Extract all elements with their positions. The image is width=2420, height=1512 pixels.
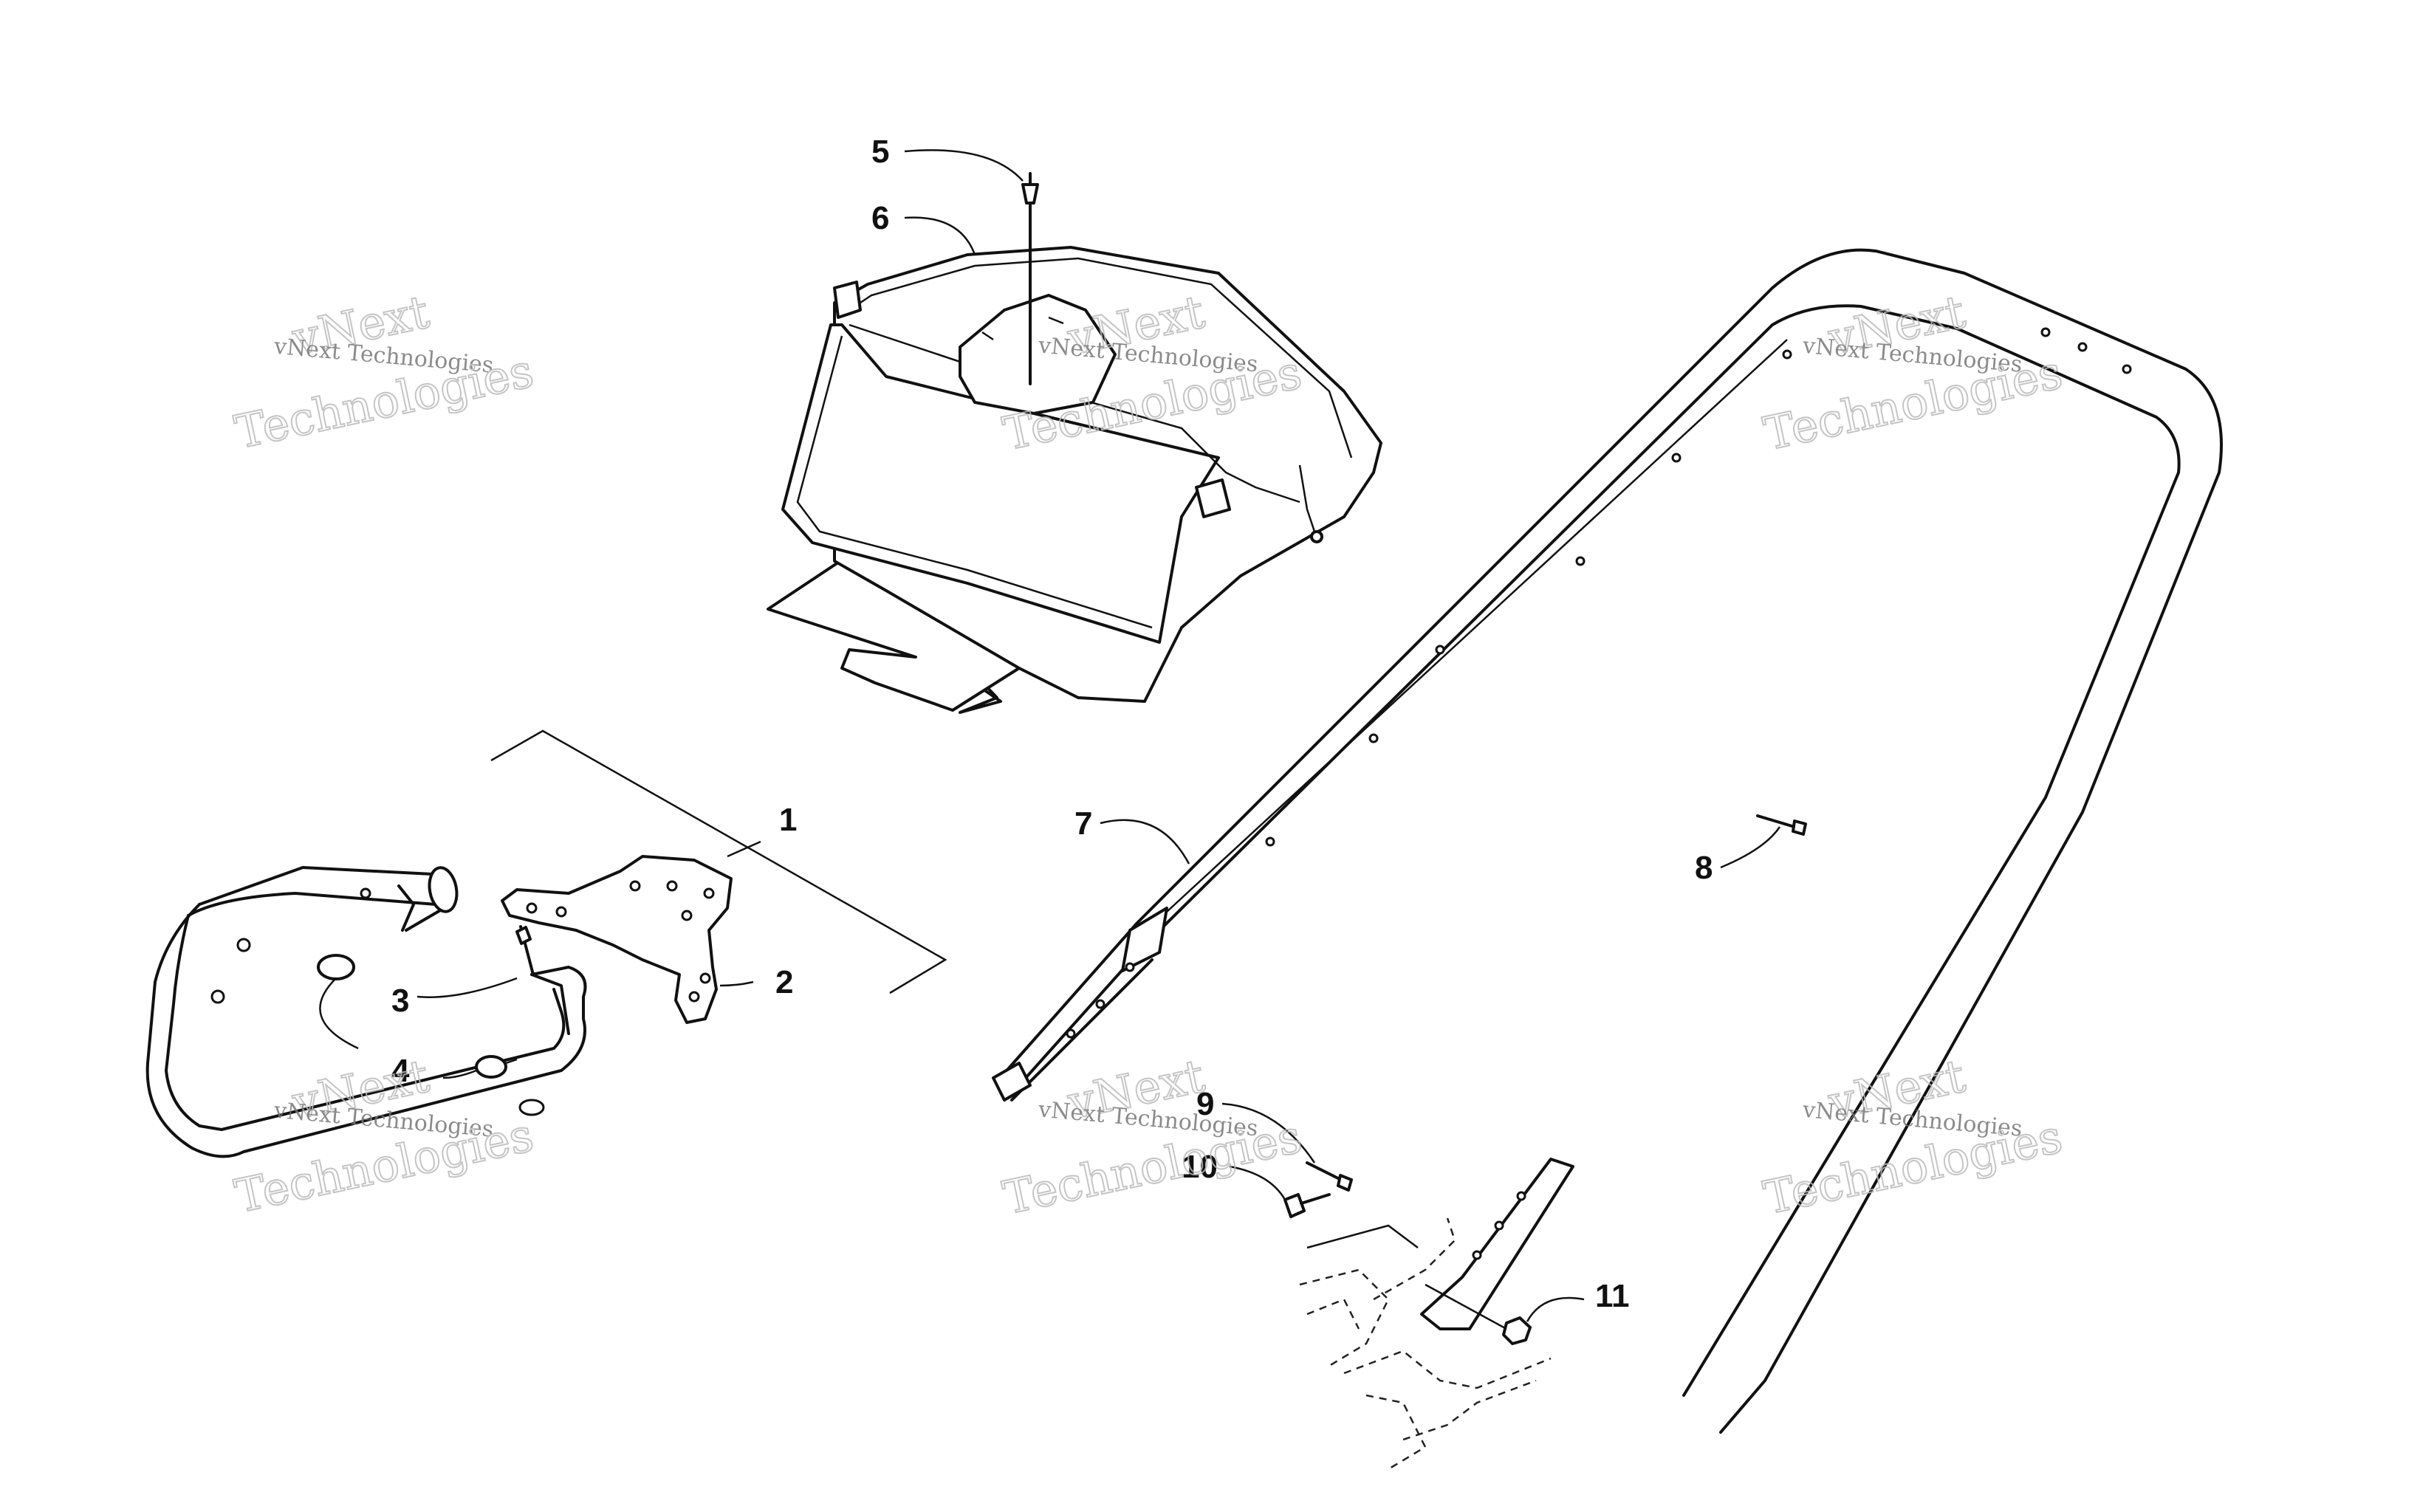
callout-7: 7	[1074, 805, 1092, 842]
nut-part-11	[1425, 1283, 1532, 1345]
callout-11: 11	[1595, 1278, 1630, 1314]
callout-9: 9	[1196, 1086, 1214, 1122]
callout-labels: 1 2 3 4 5 6 7 8 9 10 11	[391, 134, 1713, 1314]
callout-2: 2	[775, 964, 793, 1000]
cap-part-4a	[317, 954, 355, 980]
leader-lines	[319, 149, 1781, 1322]
watermark-6: vNext vNext Technologies Technologies	[1758, 1048, 2068, 1226]
storage-bag	[767, 246, 1382, 714]
fastener-part-9	[1306, 1161, 1353, 1192]
callout-10: 10	[1182, 1149, 1218, 1185]
bolt-part-10	[1283, 1193, 1419, 1249]
callout-1: 1	[779, 802, 797, 838]
cap-part-4b	[475, 1055, 518, 1079]
screw-part-3	[515, 925, 535, 976]
front-bracket	[501, 855, 733, 1024]
watermark-5: vNext vNext Technologies Technologies	[998, 1048, 1307, 1226]
rivet-part-8	[1756, 814, 1807, 836]
kit-bracket-line	[490, 729, 947, 994]
vehicle-body-outline	[1299, 1217, 1552, 1471]
u-rail	[992, 248, 2223, 1434]
callout-4: 4	[391, 1053, 410, 1089]
callout-5: 5	[871, 134, 889, 170]
watermark-1: vNext vNext Technologies Technologies	[230, 284, 539, 460]
front-hoop	[145, 866, 587, 1158]
callout-8: 8	[1695, 850, 1713, 886]
callout-3: 3	[391, 983, 409, 1019]
rivet-part-5	[1021, 172, 1039, 385]
callout-6: 6	[871, 200, 889, 236]
